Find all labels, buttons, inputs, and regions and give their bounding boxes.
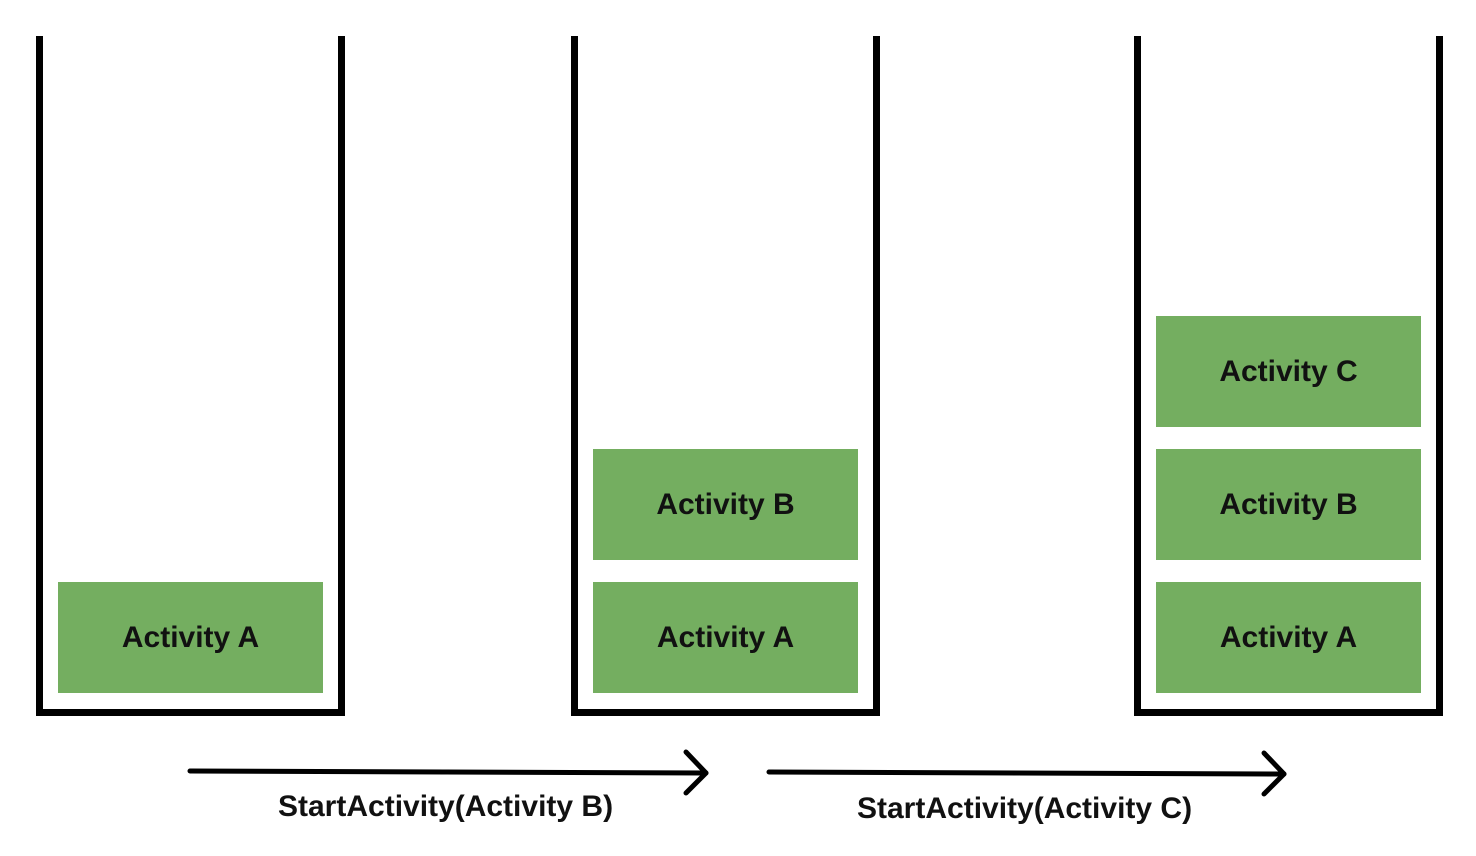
back-stack-3: Activity A Activity B Activity C (1134, 36, 1443, 716)
activity-c-block: Activity C (1156, 316, 1421, 427)
back-stack-2: Activity A Activity B (571, 36, 880, 716)
activity-a-block: Activity A (58, 582, 323, 693)
back-stack-1: Activity A (36, 36, 345, 716)
transition-label-2: StartActivity(Activity C) (857, 792, 1193, 825)
activity-label: Activity A (1219, 620, 1358, 654)
activity-label: Activity B (656, 487, 795, 521)
transition-label-1: StartActivity(Activity B) (278, 790, 614, 823)
activity-a-block: Activity A (593, 582, 858, 693)
activity-label: Activity C (1219, 354, 1358, 388)
activity-label: Activity A (656, 620, 795, 654)
activity-label: Activity B (1219, 487, 1358, 521)
activity-label: Activity A (121, 620, 260, 654)
activity-b-block: Activity B (593, 449, 858, 560)
activity-a-block: Activity A (1156, 582, 1421, 693)
activity-b-block: Activity B (1156, 449, 1421, 560)
